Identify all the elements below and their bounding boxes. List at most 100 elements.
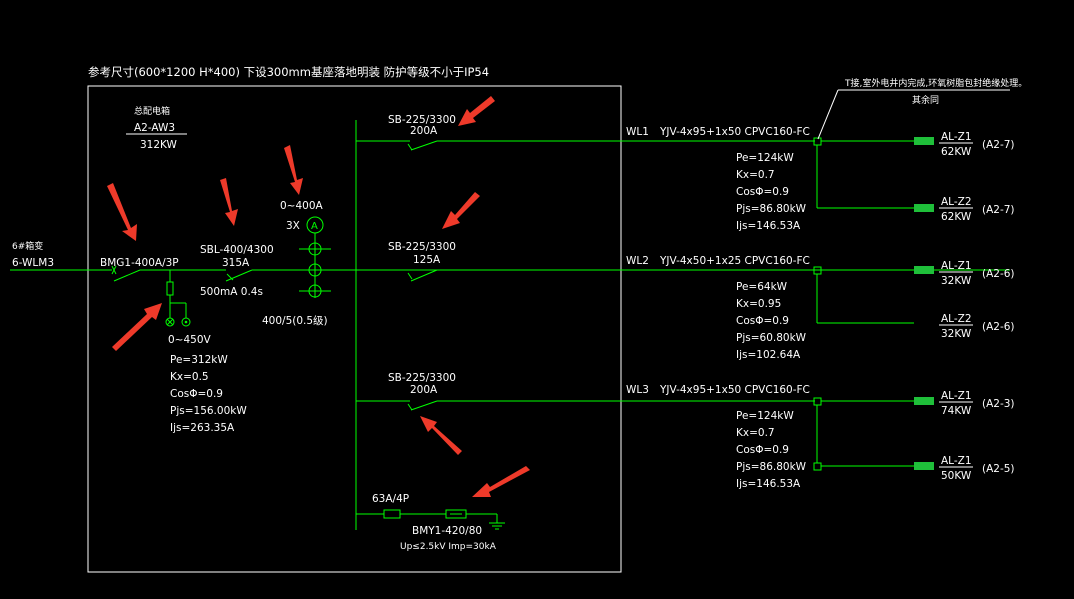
load-terminal-icon [914,137,934,145]
voltmeter-range: 0~450V [168,334,212,346]
load-ref: (A2-5) [982,463,1015,475]
tee-junction [813,137,822,146]
load-name: AL-Z1 [941,390,972,402]
ct-ratio: 400/5(0.5级) [262,315,328,327]
rcd-leakage: 500mA 0.4s [200,286,263,298]
arrow-icon [472,466,530,497]
load-ref: (A2-7) [982,139,1015,151]
incoming-param: CosΦ=0.9 [170,388,223,400]
incoming-param: Kx=0.5 [170,371,209,383]
branch-cable: YJV-4x95+1x50 CPVC160-FC [659,384,810,396]
branch-wl3: SB-225/3300 200A WL3 YJV-4x95+1x50 CPVC1… [356,372,914,490]
load-power: 32KW [941,275,972,287]
branch-param: Ijs=146.53A [736,478,801,490]
branch-switch-mark [407,272,413,280]
incoming-params: Pe=312kW Kx=0.5 CosΦ=0.9 Pjs=156.00kW Ij… [170,354,247,434]
branch-param: Pjs=86.80kW [736,203,807,215]
branch-param: Kx=0.95 [736,298,781,310]
branch-cable: YJV-4x95+1x50 CPVC160-FC [659,126,810,138]
load-ref: (A2-3) [982,398,1015,410]
ct-coil-2 [308,263,322,277]
arrow-icon [458,96,495,126]
rcd-rating: 315A [222,257,250,269]
spd-fuse-label: 63A/4P [372,493,409,505]
branch-param: CosΦ=0.9 [736,186,789,198]
spd-branch: 63A/4P BMY1-420/80 Up≤2.5kV Imp=30kA [356,493,505,552]
load-terminal-icon [914,204,934,212]
branch-wl2: SB-225/3300 125A WL2 YJV-4x50+1x25 CPVC1… [388,241,914,361]
incoming-param: Pe=312kW [170,354,228,366]
arrow-icon [442,192,480,229]
load-labels: AL-Z1 62KW (A2-7) AL-Z2 62KW (A2-7) AL-Z… [939,131,1015,482]
spd-spec: Up≤2.5kV Imp=30kA [400,542,497,552]
branch-switch-blade [410,400,438,411]
load-ref: (A2-6) [982,268,1015,280]
load-power: 74KW [941,405,972,417]
arrow-icon [107,183,137,241]
load-power: 62KW [941,211,972,223]
tee-note-leader [817,89,839,140]
spd-fuse-icon [383,509,401,519]
arrow-icon [284,145,303,195]
load-power: 62KW [941,146,972,158]
branch-switch-rating: 200A [410,125,438,137]
branch-wl: WL3 [626,384,649,396]
branch-wl: WL1 [626,126,649,138]
load-ref: (A2-7) [982,204,1015,216]
tee-junction [813,397,822,406]
indicator-lamp-x2 [166,318,174,326]
branch-wl: WL2 [626,255,649,267]
incoming-source: 6#箱变 [12,240,43,252]
branch-switch-blade [410,269,438,282]
ammeter-symbol: A [311,221,318,232]
main-breaker-x2 [111,265,117,275]
ammeter-range: 0~400A [280,200,324,212]
branch-wl1: SB-225/3300 200A WL1 YJV-4x95+1x50 CPVC1… [356,114,914,232]
load-name: AL-Z1 [941,131,972,143]
branch-switch-rating: 125A [413,254,441,266]
tee-junction [813,462,822,471]
load-power: 50KW [941,470,972,482]
main-breaker-label: BMG1-400A/3P [100,257,179,269]
branch-switch-rating: 200A [410,384,438,396]
load-terminal-icon [914,266,934,274]
branch-switch-blade [410,140,438,151]
branch-param: Ijs=146.53A [736,220,801,232]
branch-param: Pe=64kW [736,281,788,293]
voltmeter-icon [181,317,191,327]
cabinet-power: 312KW [140,139,178,151]
branch-switch-label: SB-225/3300 [388,114,456,126]
branch-switch-label: SB-225/3300 [388,372,456,384]
load-power: 32KW [941,328,972,340]
voltmeter-fuse [166,281,174,296]
branch-param: CosΦ=0.9 [736,444,789,456]
cabinet-code: A2-AW3 [134,122,175,134]
branch-cable: YJV-4x50+1x25 CPVC160-FC [659,255,810,267]
branch-param: Ijs=102.64A [736,349,801,361]
branch-switch-mark [407,143,413,151]
branch-switch-label: SB-225/3300 [388,241,456,253]
branch-param: CosΦ=0.9 [736,315,789,327]
branch-param: Pjs=86.80kW [736,461,807,473]
cabinet-note: 参考尺寸(600*1200 H*400) 下设300mm基座落地明装 防护等级不… [88,65,489,79]
rcd-switch-blade [225,269,253,282]
ammeter-count: 3X [286,220,300,232]
branch-param: Pjs=60.80kW [736,332,807,344]
arrow-icon [112,303,162,351]
incoming-param: Ijs=263.35A [170,422,235,434]
rcd-label: SBL-400/4300 [200,244,274,256]
load-name: AL-Z2 [941,313,972,325]
load-ref: (A2-6) [982,321,1015,333]
load-name: AL-Z2 [941,196,972,208]
load-terminal-icon [914,397,934,405]
indicator-lamp-icon [165,317,175,327]
tee-note-line2: 其余同 [912,94,939,106]
load-terminal-icon [914,462,934,470]
branch-param: Kx=0.7 [736,427,775,439]
spd-model: BMY1-420/80 [412,525,482,537]
branch-param: Pe=124kW [736,152,794,164]
branch-param: Pe=124kW [736,410,794,422]
cabinet-title: 总配电箱 [134,105,170,117]
rcd-switch-mark [226,273,234,281]
